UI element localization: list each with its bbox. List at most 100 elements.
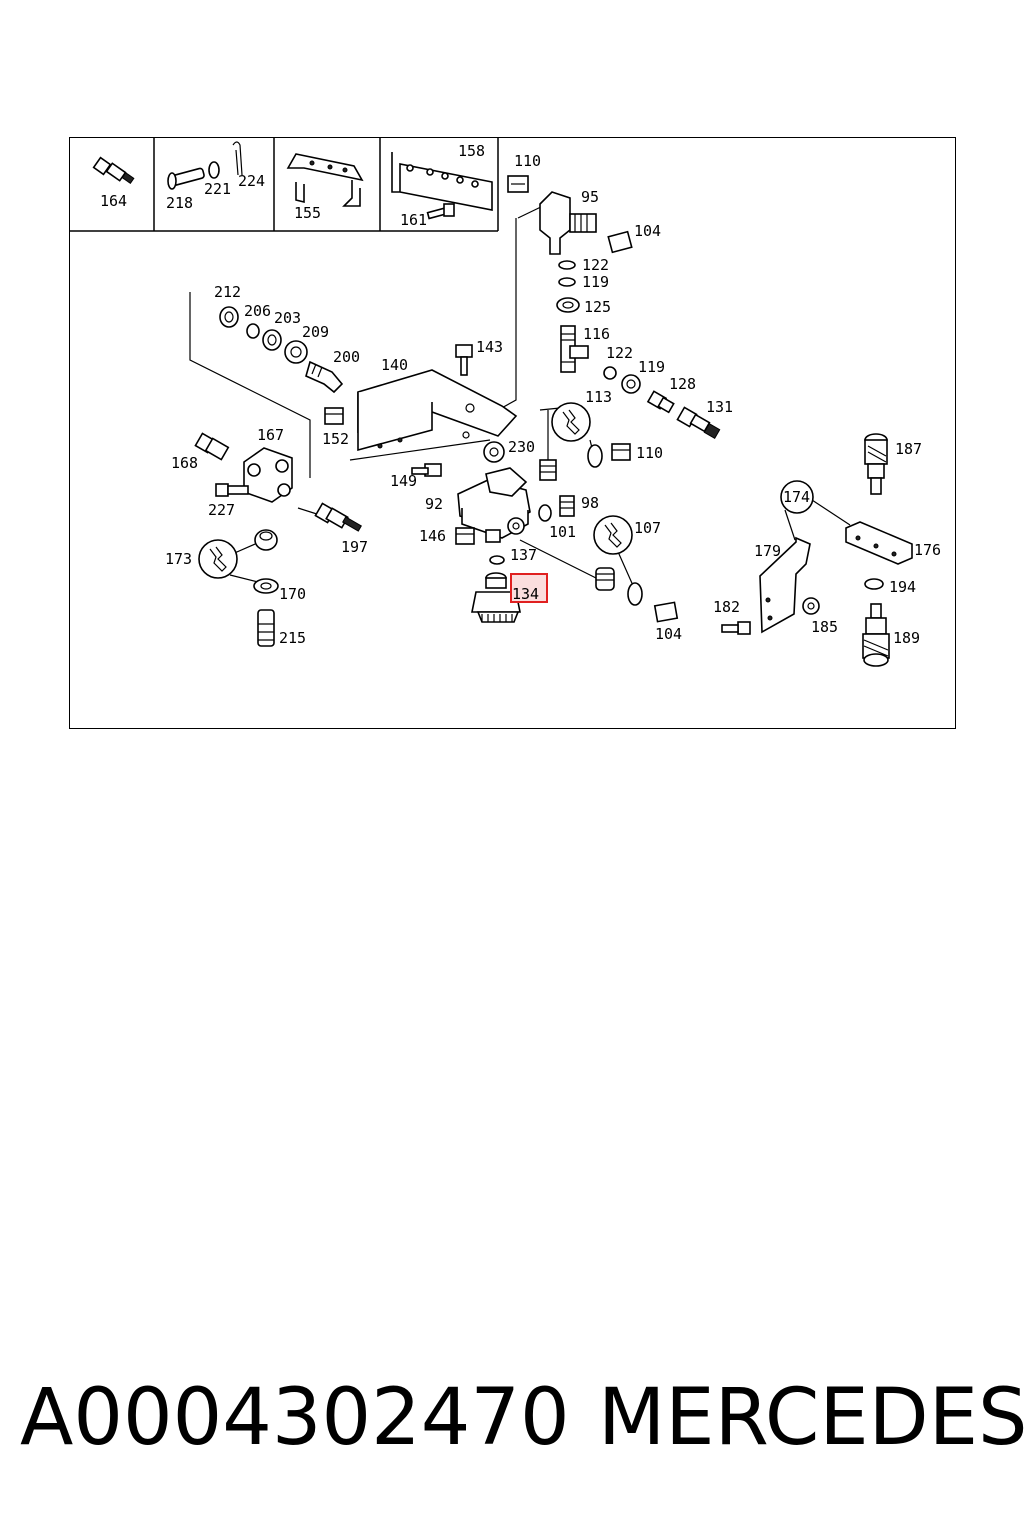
part-158-plate	[391, 152, 493, 211]
part-98-plug	[559, 495, 575, 517]
label-221: 221	[204, 180, 231, 198]
part-185-nut	[802, 597, 820, 615]
highlight-box-134[interactable]	[510, 573, 548, 603]
label-98: 98	[581, 494, 599, 512]
part-92-relay-valve	[457, 467, 531, 543]
part-168-switch	[194, 432, 230, 461]
part-146-nut	[455, 527, 475, 545]
label-101: 101	[549, 523, 576, 541]
label-158: 158	[458, 142, 485, 160]
part-182-bolt	[721, 621, 751, 635]
label-212: 212	[214, 283, 241, 301]
label-155: 155	[294, 204, 321, 222]
header-parts-row: 164 218 221 224 155 158 161	[69, 137, 499, 232]
part-194-washer	[864, 578, 884, 590]
part-122-seal-b	[603, 366, 617, 380]
part-203-ring	[262, 329, 282, 351]
part-218-pin	[167, 167, 205, 190]
label-92: 92	[425, 495, 443, 513]
part-152-nut	[324, 407, 344, 425]
label-152: 152	[322, 430, 349, 448]
part-110-plug	[611, 443, 631, 461]
callout-174	[780, 480, 814, 514]
part-170-seal	[253, 578, 279, 594]
label-116: 116	[583, 325, 610, 343]
label-122a: 122	[582, 256, 609, 274]
label-203: 203	[274, 309, 301, 327]
label-209: 209	[302, 323, 329, 341]
wrench-symbol-173	[198, 539, 238, 579]
part-164-sensor	[92, 156, 135, 185]
label-227: 227	[208, 501, 235, 519]
part-number-caption: A0004302470	[20, 1373, 570, 1463]
label-140: 140	[381, 356, 408, 374]
label-119b: 119	[638, 358, 665, 376]
part-122-seal	[558, 260, 576, 270]
label-95: 95	[581, 188, 599, 206]
label-224: 224	[238, 172, 265, 190]
part-140-bracket	[357, 369, 518, 452]
part-161-bolt	[426, 203, 455, 220]
label-194: 194	[889, 578, 916, 596]
exploded-parts-diagram: 164 218 221 224 155 158 161	[69, 137, 941, 667]
brand-caption: MERCEDES	[598, 1373, 1024, 1463]
label-131: 131	[706, 398, 733, 416]
label-161: 161	[400, 211, 427, 229]
part-149-bolt	[411, 463, 442, 477]
label-174: 174	[783, 488, 810, 506]
label-164: 164	[100, 192, 127, 210]
part-101-seal	[538, 504, 552, 522]
label-110b: 110	[636, 444, 663, 462]
label-218: 218	[166, 194, 193, 212]
parts-diagram-frame	[69, 137, 956, 729]
label-168: 168	[171, 454, 198, 472]
part-119-ring	[621, 374, 641, 394]
label-215: 215	[279, 629, 306, 647]
part-227-bolt	[215, 483, 249, 497]
part-104-cap-nut-b	[653, 601, 679, 623]
part-110-nut	[507, 175, 529, 193]
label-185: 185	[811, 618, 838, 636]
part-167-valve-block	[243, 447, 293, 503]
wrench-symbol-107	[593, 515, 633, 555]
label-176: 176	[914, 541, 941, 559]
part-221-washer	[208, 161, 220, 179]
label-173: 173	[165, 550, 192, 568]
part-137-seal	[489, 555, 505, 565]
label-128: 128	[669, 375, 696, 393]
part-116-tee-fitting	[560, 325, 589, 373]
label-137: 137	[510, 546, 537, 564]
wrench-symbol-113	[551, 402, 591, 442]
part-197-sensor	[314, 502, 362, 532]
label-104b: 104	[655, 625, 682, 643]
part-224-cotter-pin	[232, 141, 243, 176]
label-200: 200	[333, 348, 360, 366]
part-209-nut	[284, 340, 308, 364]
part-119-seal	[558, 277, 576, 287]
label-187: 187	[895, 440, 922, 458]
part-107-fitting	[595, 567, 615, 591]
label-146: 146	[419, 527, 446, 545]
label-110a: 110	[514, 152, 541, 170]
part-104-cap-nut	[607, 230, 633, 254]
label-143: 143	[476, 338, 503, 356]
part-seal-ring-113	[587, 444, 603, 468]
label-179: 179	[754, 542, 781, 560]
label-149: 149	[390, 472, 417, 490]
label-134[interactable]: 134	[512, 585, 539, 603]
part-215-filter	[257, 609, 275, 647]
label-206: 206	[244, 302, 271, 320]
part-230-nut	[483, 441, 505, 463]
label-230: 230	[508, 438, 535, 456]
part-173-fitting	[254, 529, 278, 551]
part-200-elbow	[305, 360, 344, 394]
part-134-valve-head[interactable]	[471, 572, 521, 623]
part-fitting-left	[539, 459, 557, 481]
part-176-manifold	[845, 521, 913, 565]
part-107-seal	[627, 582, 643, 606]
label-197: 197	[341, 538, 368, 556]
part-128-screw	[646, 390, 675, 414]
part-189-sensor	[862, 603, 890, 667]
part-95-elbow-fitting	[539, 191, 597, 255]
label-167: 167	[257, 426, 284, 444]
